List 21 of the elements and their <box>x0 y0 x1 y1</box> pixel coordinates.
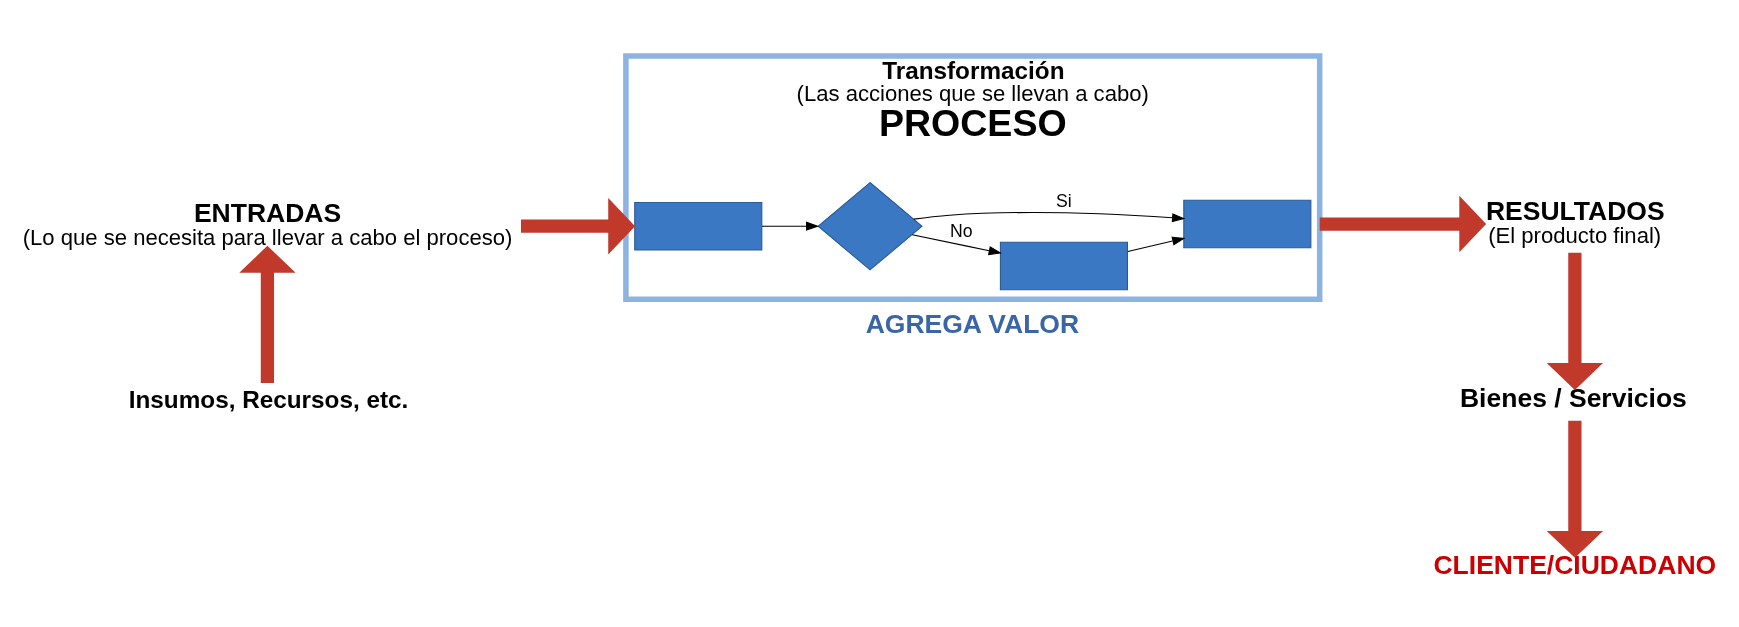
node-box <box>1183 199 1312 249</box>
node-text: CLIENTE/CIUDADANO <box>1433 550 1717 581</box>
arrow <box>761 221 820 231</box>
edge-label: No <box>949 221 973 242</box>
arrow <box>911 234 1002 256</box>
node-text: RESULTADOS (El producto final) <box>1485 195 1665 248</box>
arrow <box>520 198 636 255</box>
node-text: ENTRADAS (Lo que se necesita para llevar a cabo el proceso) <box>22 198 513 251</box>
arrow <box>1127 236 1186 252</box>
arrow <box>1546 252 1604 390</box>
node-text: Bienes / Servicios <box>1459 382 1687 413</box>
node-label: AGREGA VALOR <box>865 308 1080 339</box>
arrow <box>1546 420 1604 558</box>
arrow <box>913 212 1186 223</box>
node-box <box>634 201 763 251</box>
edge-label: Si <box>1056 191 1072 212</box>
arrow <box>239 245 296 383</box>
node-text: Insumos, Recursos, etc. <box>128 386 409 414</box>
node-diamond <box>817 181 923 271</box>
arrow <box>1319 195 1487 253</box>
node-box <box>999 241 1128 291</box>
